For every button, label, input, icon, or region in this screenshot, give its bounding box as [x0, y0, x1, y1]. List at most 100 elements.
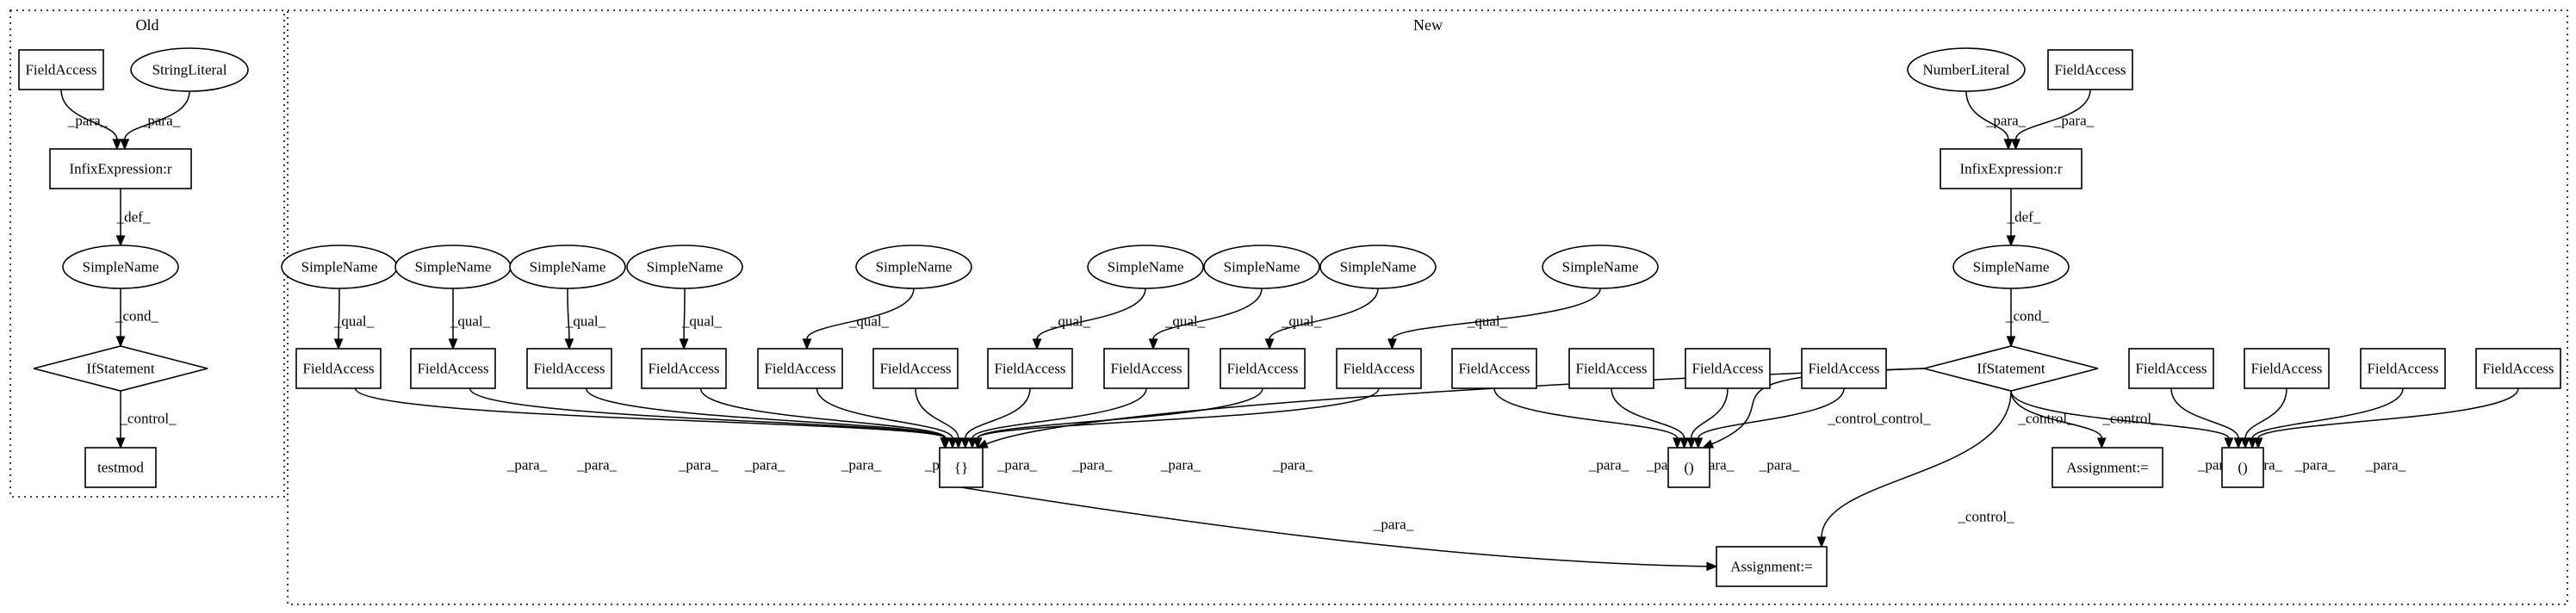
- node-label: FieldAccess: [25, 62, 96, 78]
- node-simplename-n-sn[interactable]: SimpleName: [1952, 245, 2070, 289]
- edge-line: [699, 387, 947, 439]
- arrowhead: [1264, 338, 1275, 350]
- node-fieldaccess-fa9[interactable]: FieldAccess: [1220, 348, 1306, 389]
- node-stringliteral-o-sl[interactable]: StringLiteral: [130, 47, 249, 92]
- node-fieldaccess-o-fa[interactable]: FieldAccess: [18, 49, 104, 90]
- node-fieldaccess-fa3[interactable]: FieldAccess: [526, 348, 612, 389]
- cluster-new-border: [287, 9, 2568, 605]
- node-fieldaccess-fa4[interactable]: FieldAccess: [641, 348, 727, 389]
- node-simplename-sn5[interactable]: SimpleName: [855, 245, 972, 289]
- node-simplename-o-sn[interactable]: SimpleName: [62, 245, 179, 289]
- node-ifstatement-n-if[interactable]: IfStatement: [1923, 345, 2099, 392]
- node-layer: FieldAccess StringLiteralInfixExpression:…: [18, 47, 2561, 587]
- arrowhead: [115, 437, 126, 449]
- edge-label: _para_: [67, 113, 109, 129]
- node-infixexpression-r-o-infix[interactable]: InfixExpression:r: [49, 148, 192, 189]
- node-fieldaccess-n-fa-top[interactable]: FieldAccess: [2047, 49, 2133, 90]
- edge-n-sn-to-n-if: _cond_: [2005, 288, 2050, 348]
- node--braces[interactable]: {}: [939, 447, 984, 488]
- node-fieldaccess-fa7[interactable]: FieldAccess: [987, 348, 1073, 389]
- node-assignment-assign1[interactable]: Assignment:=: [1716, 546, 1828, 587]
- edge-n-if-to-assign2: _control_: [2010, 390, 2107, 449]
- edge-fa4-to-braces: _para_: [699, 387, 951, 474]
- node-fieldaccess-fc4[interactable]: FieldAccess: [2475, 348, 2561, 389]
- box-shape: [410, 348, 496, 389]
- arrowhead: [960, 437, 971, 449]
- node-infixexpression-r-n-infix[interactable]: InfixExpression:r: [1940, 148, 2083, 189]
- box-shape: [1220, 348, 1306, 389]
- node-fieldaccess-fc1[interactable]: FieldAccess: [2128, 348, 2214, 389]
- node-label: SimpleName: [415, 259, 492, 276]
- edge-fc4-to-paren2: _para_: [2253, 387, 2519, 474]
- node--paren1[interactable]: (): [1667, 447, 1710, 488]
- node-simplename-sn9[interactable]: SimpleName: [1542, 245, 1659, 289]
- cluster-old: Old: [9, 9, 285, 498]
- edge-line: [338, 288, 340, 340]
- node-fieldaccess-fb3[interactable]: FieldAccess: [1685, 348, 1771, 389]
- edge-label: _cond_: [2005, 308, 2050, 325]
- node-ifstatement-o-if[interactable]: IfStatement: [33, 345, 208, 392]
- edge-label: _qual_: [1467, 313, 1508, 330]
- node-simplename-sn2[interactable]: SimpleName: [394, 245, 512, 289]
- node-fieldaccess-fc3[interactable]: FieldAccess: [2360, 348, 2446, 389]
- node-simplename-sn8[interactable]: SimpleName: [1319, 245, 1437, 289]
- edge-line: [1152, 288, 1263, 340]
- node-fieldaccess-fa5[interactable]: FieldAccess: [757, 348, 843, 389]
- edge-label: _control_: [1873, 411, 1931, 427]
- edge-line: [683, 288, 686, 340]
- arrowhead: [115, 336, 126, 348]
- node-fieldaccess-fb1[interactable]: FieldAccess: [1451, 348, 1537, 389]
- node-fieldaccess-fa6[interactable]: FieldAccess: [872, 348, 959, 389]
- node-testmod-o-testmod[interactable]: testmod: [84, 447, 157, 488]
- edge-fc3-to-paren2: _para_: [2247, 387, 2404, 474]
- arrowhead: [947, 437, 958, 449]
- edge-n-num-to-n-infix: _para_: [1965, 90, 2027, 151]
- node-label: (): [1684, 460, 1693, 476]
- node-simplename-sn4[interactable]: SimpleName: [626, 245, 743, 289]
- arrowhead: [2006, 235, 2016, 247]
- ellipse-shape: [130, 47, 249, 92]
- box-shape: [1336, 348, 1422, 389]
- node--paren2[interactable]: (): [2221, 447, 2264, 488]
- node-simplename-sn1[interactable]: SimpleName: [281, 245, 398, 289]
- edge-n-if-to-paren2: _control_: [2010, 390, 2234, 449]
- node-label: FieldAccess: [2482, 361, 2554, 377]
- node-simplename-sn7[interactable]: SimpleName: [1203, 245, 1320, 289]
- node-label: FieldAccess: [2054, 62, 2126, 78]
- edge-label: _qual_: [1281, 313, 1322, 330]
- edge-label: _para_: [1272, 457, 1313, 474]
- edge-label: _para_: [1985, 113, 2027, 129]
- node-fieldaccess-fa10[interactable]: FieldAccess: [1336, 348, 1422, 389]
- edge-label: _para_: [2053, 113, 2095, 129]
- node-simplename-sn3[interactable]: SimpleName: [509, 245, 626, 289]
- node-fieldaccess-fc2[interactable]: FieldAccess: [2244, 348, 2330, 389]
- node-label: SimpleName: [1340, 259, 1417, 276]
- node-label: SimpleName: [1224, 259, 1300, 276]
- node-fieldaccess-fb2[interactable]: FieldAccess: [1568, 348, 1654, 389]
- box-shape: [2475, 348, 2561, 389]
- edge-label: _para_: [1588, 457, 1629, 474]
- node-label: Assignment:=: [2066, 460, 2149, 476]
- arrowhead: [2247, 437, 2257, 449]
- box-shape: [1801, 348, 1887, 389]
- node-assignment-assign2[interactable]: Assignment:=: [2051, 447, 2163, 488]
- edge-label: _para_: [996, 457, 1038, 474]
- edge-label: _para_: [1071, 457, 1113, 474]
- box-shape: [295, 348, 382, 389]
- node-simplename-sn6[interactable]: SimpleName: [1087, 245, 1204, 289]
- node-fieldaccess-fb4[interactable]: FieldAccess: [1801, 348, 1887, 389]
- edge-sn5-to-fa5: _qual_: [802, 288, 915, 350]
- node-fieldaccess-fa8[interactable]: FieldAccess: [1103, 348, 1189, 389]
- node-label: SimpleName: [1562, 259, 1639, 276]
- node-label: Assignment:=: [1730, 559, 1813, 575]
- diamond-shape: [33, 345, 208, 392]
- node-fieldaccess-fa2[interactable]: FieldAccess: [410, 348, 496, 389]
- edge-label: _para_: [841, 457, 882, 474]
- edge-o-sn-to-o-if: _cond_: [115, 288, 159, 348]
- edge-label: _cond_: [115, 308, 159, 325]
- node-numberliteral-n-num[interactable]: NumberLiteral: [1907, 47, 2026, 92]
- node-fieldaccess-fa1[interactable]: FieldAccess: [295, 348, 382, 389]
- edge-n-if-to-braces: _control_: [976, 368, 1925, 449]
- edge-sn3-to-fa3: _qual_: [564, 288, 606, 350]
